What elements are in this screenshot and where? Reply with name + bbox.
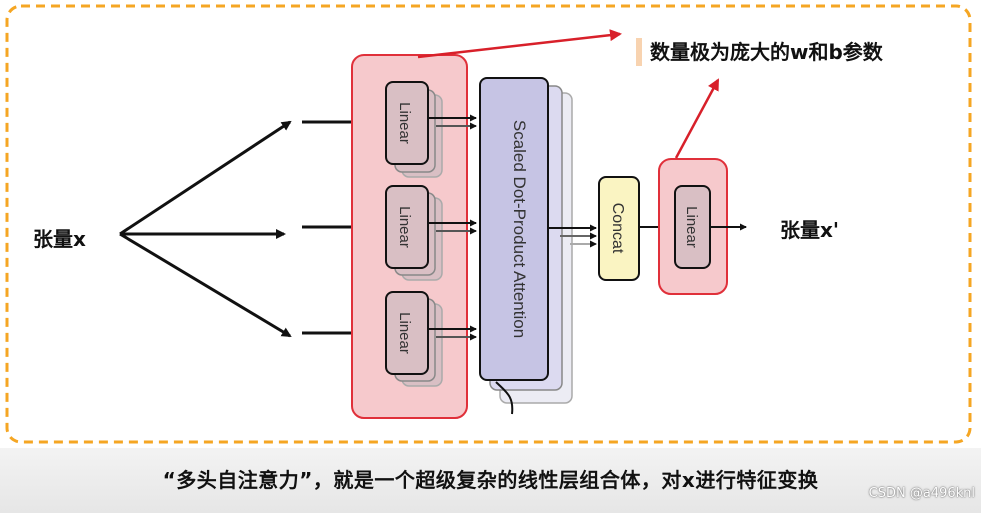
dashed-frame (5, 4, 972, 444)
linear-to-attention-arrows (428, 114, 477, 341)
linear-box-2 (385, 185, 429, 269)
attention-to-concat-arrows (548, 224, 597, 248)
fan-out-arrows (119, 120, 292, 338)
input-label: 张量x (33, 227, 86, 251)
caption-bar (0, 448, 981, 513)
output-label: 张量x' (780, 218, 840, 242)
watermark: CSDN @a496knl (868, 486, 975, 501)
linear-label-3: Linear (396, 312, 413, 354)
linear-box-1 (385, 81, 429, 165)
concat-box (598, 176, 640, 281)
attention-label: Scaled Dot-Product Attention (510, 120, 529, 338)
linear-label-2: Linear (396, 206, 413, 248)
linear-stack: Linear Linear Linear (385, 81, 443, 387)
annotation-arrows (417, 29, 720, 159)
linear-label-1: Linear (396, 102, 413, 144)
annotation-callout: 数量极为庞大的w和b参数 (636, 38, 883, 66)
linear-box-3 (385, 291, 429, 375)
attention-stack: Scaled Dot-Product Attention (479, 77, 573, 415)
caption-text: “多头自注意力”，就是一个超级复杂的线性层组合体，对x进行特征变换 (162, 468, 819, 492)
concat-label: Concat (609, 203, 626, 254)
final-linear-label: Linear (683, 206, 700, 248)
annotation-text: 数量极为庞大的w和b参数 (650, 40, 883, 64)
